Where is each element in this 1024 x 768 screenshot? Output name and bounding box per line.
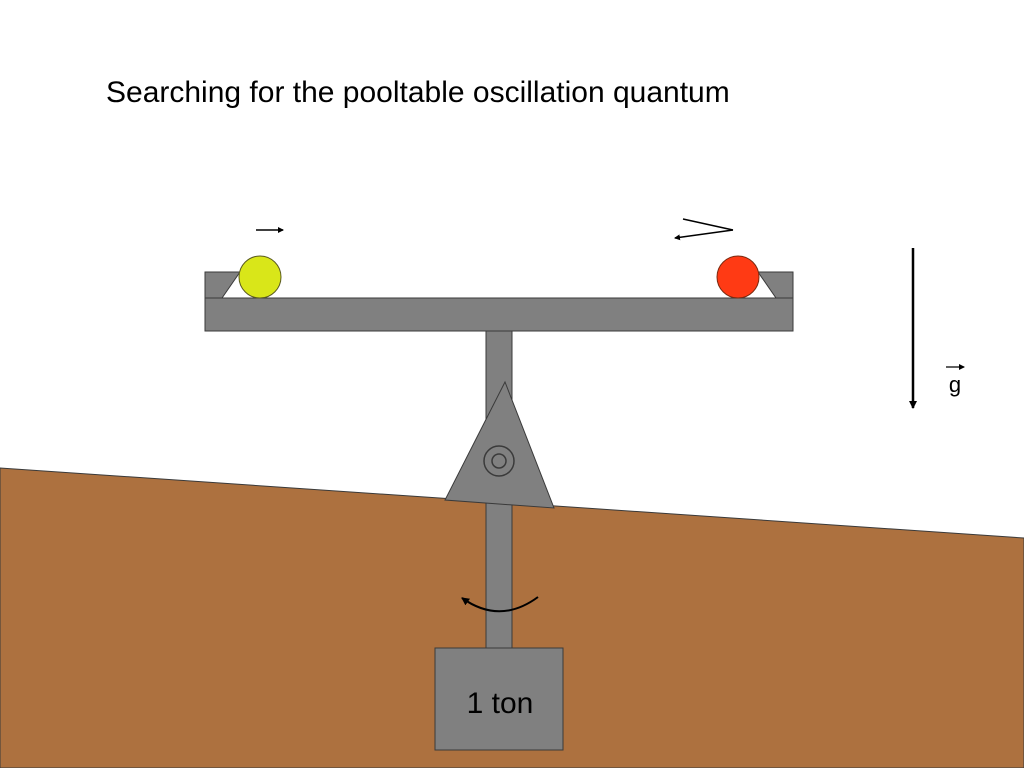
concentric-circle-icon (483, 445, 515, 477)
weight-box (434, 647, 564, 751)
curved-arrow-icon (461, 596, 539, 613)
left-arrow-icon (674, 218, 734, 241)
seesaw-beam (204, 297, 794, 332)
gravity-label: g (949, 372, 961, 397)
left-end-stopper (204, 271, 241, 299)
fulcrum-triangle (444, 380, 555, 509)
yellow-ball (238, 255, 282, 299)
red-ball (716, 255, 760, 299)
right-end-stopper (757, 271, 794, 299)
weight-label: 1 ton (467, 687, 534, 720)
page-title: Searching for the pooltable oscillation … (106, 76, 730, 109)
